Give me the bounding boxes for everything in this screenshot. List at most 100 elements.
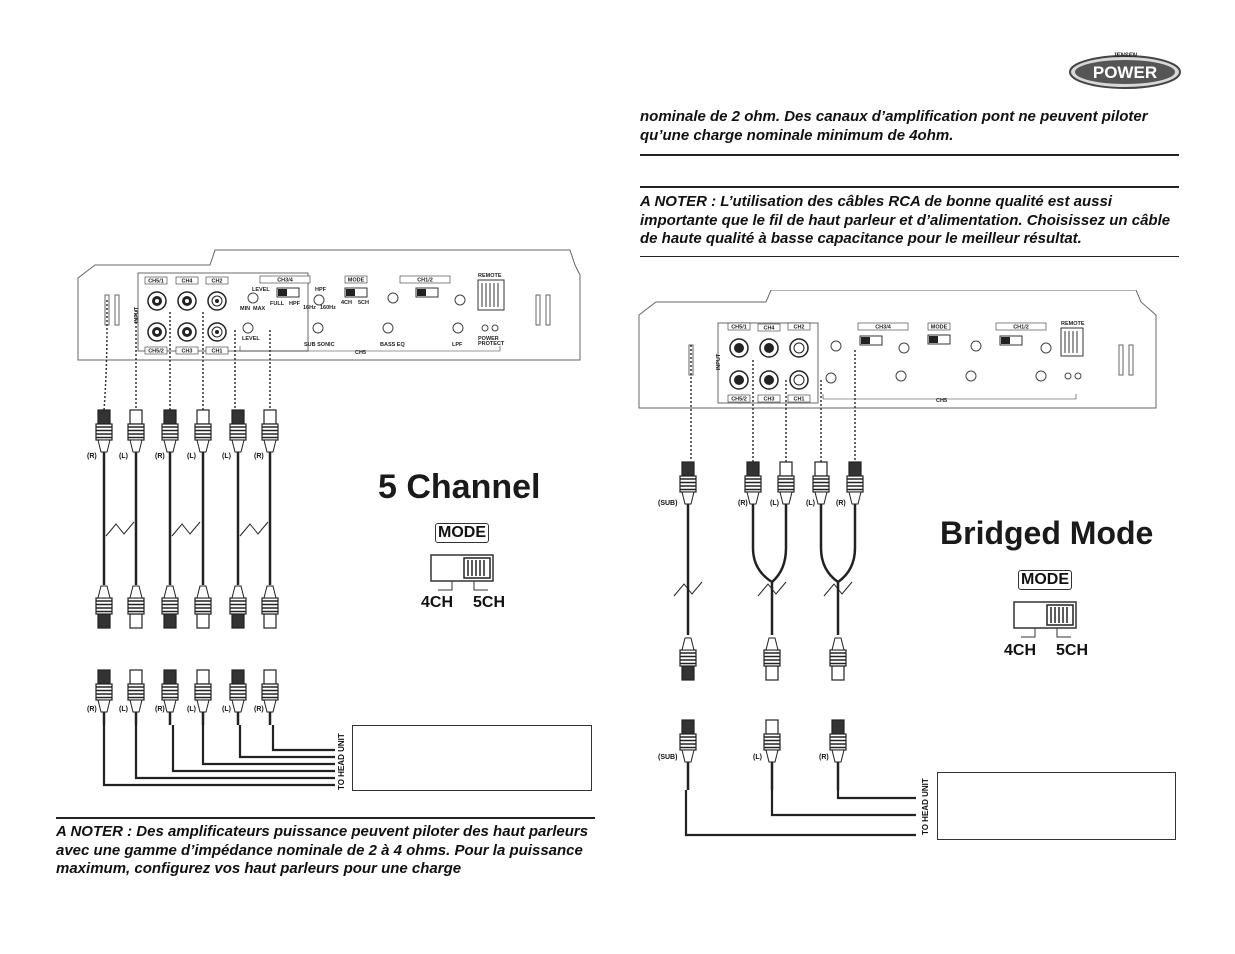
plug-label: (R): [87, 706, 97, 713]
knob-level-label: LEVEL: [252, 287, 270, 293]
group-ch12-right: CH1/2: [1013, 325, 1029, 331]
rca-plug: [95, 409, 113, 453]
cable-break: [673, 581, 703, 597]
group-mode: MODE: [348, 278, 365, 284]
note-impedance: A NOTER : Des amplificateurs puissance p…: [56, 823, 589, 877]
plug-label: (L): [119, 453, 128, 460]
to-head-unit-right: TO HEAD UNIT: [921, 778, 930, 835]
rca-plug: [229, 669, 247, 713]
y-cable: [771, 547, 788, 583]
plug-label: (L): [222, 453, 231, 460]
group-ch5-right: CH5: [936, 398, 947, 404]
plug-label: (R): [254, 706, 264, 713]
rca-plug: [161, 409, 179, 453]
remote-label: REMOTE: [478, 273, 502, 279]
rca-plug: [95, 585, 113, 629]
mode-4ch-right: 4CH: [1004, 642, 1037, 659]
rca-plug: [127, 585, 145, 629]
cable-break: [757, 581, 787, 597]
plug-label: (L): [187, 706, 196, 713]
lpf-label: LPF: [452, 342, 463, 348]
divider: [640, 256, 1179, 257]
rca-plug: [829, 719, 847, 763]
plug-label: (L): [806, 500, 815, 507]
y-cable: [751, 547, 774, 635]
plug-label: (L): [222, 706, 231, 713]
rca-plug: [744, 461, 762, 505]
rca-plug: [763, 637, 781, 681]
mode-label-right: MODE: [1018, 570, 1072, 590]
amp-panel-right: CH5/1 CH4 CH2 CH5/2 CH3 CH1 INPUT CH3/4 …: [638, 289, 1157, 409]
note-rca: A NOTER : L’utilisation des câbles RCA d…: [640, 193, 1171, 247]
cable-break: [105, 521, 135, 537]
mode-4ch-label: 4CH: [341, 300, 352, 306]
rca-plug: [161, 585, 179, 629]
jensen-power-logo: POWER JENSEN: [1068, 48, 1182, 90]
rca-plug: [229, 585, 247, 629]
rca-plug: [763, 719, 781, 763]
rca-plug: [261, 409, 279, 453]
divider: [56, 817, 595, 819]
ch5-level-label: LEVEL: [242, 336, 260, 342]
tag-ch2: CH2: [211, 279, 222, 285]
knob-min-label: MIN: [240, 306, 250, 312]
freq-16-label: 16Hz: [303, 305, 316, 311]
plug-label: (L): [770, 500, 779, 507]
tag-ch51-right: CH5/1: [731, 325, 747, 331]
rca-plug: [261, 669, 279, 713]
protect-label: PROTECT: [478, 341, 505, 347]
rca-plug: [194, 669, 212, 713]
rca-plug: [829, 637, 847, 681]
rca-plug: [127, 669, 145, 713]
subsonic-label: SUB SONIC: [304, 342, 335, 348]
cable-break: [823, 581, 853, 597]
mode-4ch-left: 4CH: [421, 594, 454, 611]
switch-hpf-label: HPF: [289, 301, 301, 307]
group-ch12: CH1/2: [417, 278, 433, 284]
cable-break: [171, 521, 201, 537]
tag-ch1-right: CH1: [793, 397, 804, 403]
plug-label: (R): [155, 453, 165, 460]
mode-switch-right: [1013, 601, 1077, 641]
logo-large-text: POWER: [1093, 63, 1157, 82]
mode-5ch-right: 5CH: [1056, 642, 1089, 659]
right-wiring-diagram: CH5/1 CH4 CH2 CH5/2 CH3 CH1 INPUT CH3/4 …: [636, 289, 1176, 850]
divider: [640, 154, 1179, 156]
basseq-label: BASS EQ: [380, 342, 405, 348]
remote-label-right: REMOTE: [1061, 321, 1085, 327]
head-unit-box-left: [352, 725, 592, 791]
to-head-unit-left: TO HEAD UNIT: [337, 733, 346, 790]
logo-small-text: JENSEN: [1113, 53, 1138, 59]
plug-label: (SUB): [658, 754, 678, 761]
mode-label-left: MODE: [435, 523, 489, 543]
tag-ch1: CH1: [211, 349, 222, 355]
plug-label: (R): [155, 706, 165, 713]
tag-ch52: CH5/2: [148, 349, 164, 355]
plug-label: (R): [254, 453, 264, 460]
rca-plug: [127, 409, 145, 453]
rca-plug: [95, 669, 113, 713]
tag-ch4: CH4: [181, 279, 193, 285]
knob-hpf-label: HPF: [315, 287, 327, 293]
left-wiring-diagram: CH5/1 CH4 CH2 CH5/2 CH3 CH1 INPUT CH3/4 …: [60, 240, 600, 800]
amp-panel: CH5/1 CH4 CH2 CH5/2 CH3 CH1 INPUT CH3/4 …: [77, 249, 581, 361]
rca-plug: [679, 461, 697, 505]
tag-input-right: INPUT: [716, 353, 722, 370]
plug-label: (L): [187, 453, 196, 460]
rca-plug: [229, 409, 247, 453]
rca-plug: [679, 719, 697, 763]
rca-plug: [194, 409, 212, 453]
title-5-channel: 5 Channel: [378, 468, 541, 506]
y-cable: [837, 547, 857, 584]
plug-label: (R): [819, 754, 829, 761]
plug-label: (R): [738, 500, 748, 507]
power-label: POWER: [478, 336, 499, 342]
plug-label: (SUB): [658, 500, 678, 507]
group-ch5: CH5: [355, 350, 366, 356]
tag-ch3: CH3: [181, 349, 192, 355]
rca-plug: [846, 461, 864, 505]
mode-switch-left: [430, 554, 494, 591]
freq-160-label: 160Hz: [320, 305, 336, 311]
y-cable: [819, 547, 840, 635]
tag-ch52-right: CH5/2: [731, 397, 747, 403]
